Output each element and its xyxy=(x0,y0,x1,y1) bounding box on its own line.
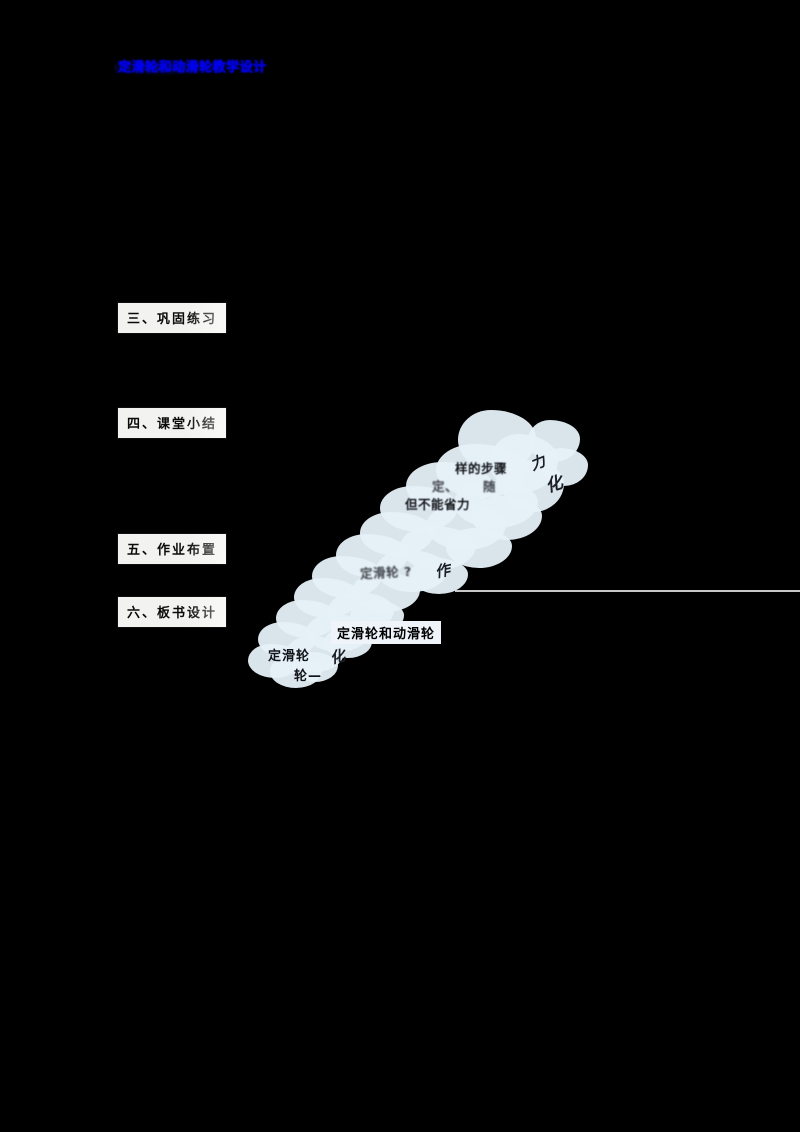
handwriting-scrawl-4: 化 xyxy=(328,646,348,668)
smear-text-fragment-4: 但不能省力 xyxy=(405,497,471,512)
pulley-label-fixed: 定滑轮 xyxy=(268,649,311,664)
section-heading-blackboard: 六、板书设计 xyxy=(118,597,227,627)
handwriting-scrawl-2: 化 xyxy=(543,472,566,498)
smear-text-fragment-3: 随 xyxy=(483,479,497,494)
horizontal-divider xyxy=(455,590,800,592)
section-heading-homework: 五、作业布置 xyxy=(118,534,227,564)
handwriting-scrawl-3: 作 xyxy=(433,560,452,582)
section-heading-summary: 四、课堂小结 xyxy=(118,408,227,438)
smear-text-fragment-1: 样的步骤 xyxy=(455,461,508,476)
smear-text-fragment-2: 定、 xyxy=(432,479,459,494)
page-title: 定滑轮和动滑轮教学设计 xyxy=(118,60,267,75)
section-heading-consolidation: 三、巩固练习 xyxy=(118,303,227,333)
blackboard-title: 定滑轮和动滑轮 xyxy=(331,621,442,644)
smear-text-fragment-5: 定滑轮 ? xyxy=(359,563,413,582)
pulley-label-movable: 轮— xyxy=(294,669,323,684)
